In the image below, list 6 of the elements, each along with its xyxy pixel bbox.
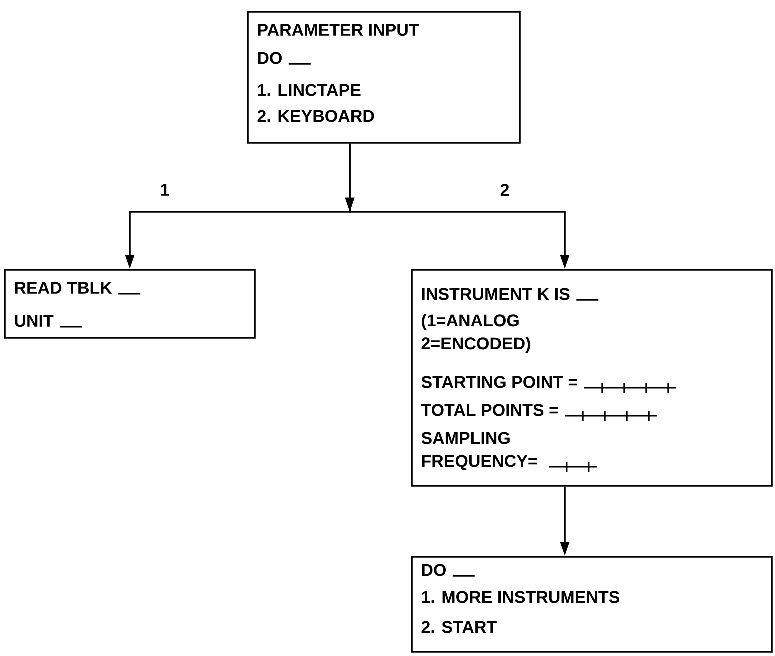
edge-label: 1 xyxy=(159,183,171,197)
display-box: PARAMETER INPUT DO 1. LINCTAPE 2. KEYBOARD xyxy=(247,11,521,144)
display-box: DO 1. MORE INSTRUMENTS 2. START xyxy=(411,556,773,653)
edge-label: 2 xyxy=(499,183,511,197)
display-box: READ TBLK UNIT xyxy=(4,269,256,339)
display-box: INSTRUMENT K IS (1=ANALOG 2=ENCODED) STARTING POINT = TOTAL POINTS = SAMPLING FREQUENCY= xyxy=(411,269,773,487)
